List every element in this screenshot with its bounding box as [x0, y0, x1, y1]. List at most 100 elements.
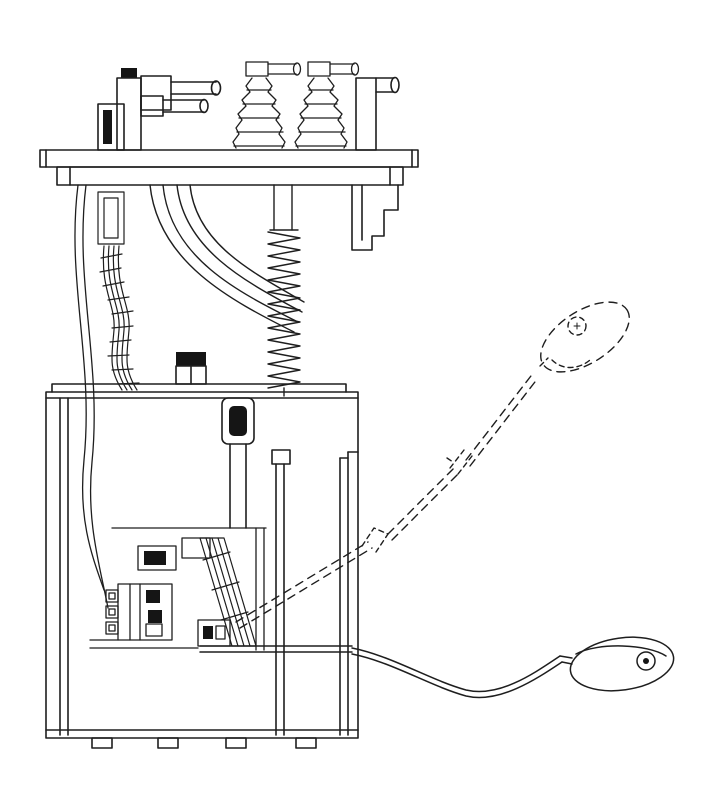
- tube-end-cap: [350, 62, 360, 76]
- lower-terminal-open: [215, 625, 226, 640]
- conduit-housing: [97, 191, 125, 245]
- ghost-float-inner-line: [551, 359, 591, 369]
- clip-bar: [103, 110, 112, 144]
- sender-wires: [74, 184, 109, 609]
- clip-housing: [97, 103, 125, 151]
- conduit-rib: [109, 339, 132, 343]
- ghost-arm-joint: [539, 357, 549, 367]
- conduit-strand: [112, 245, 133, 391]
- fitting-cap: [121, 68, 137, 78]
- wire: [82, 184, 109, 609]
- arm-joint: [561, 661, 573, 665]
- ghost-arm-clip: [446, 457, 454, 463]
- tower-cone-edge: [327, 77, 348, 149]
- transfer-line: [149, 184, 295, 333]
- terminal: [148, 610, 162, 623]
- lower-terminal: [203, 626, 213, 639]
- conduit-rib: [102, 281, 125, 287]
- ghost-float: [540, 301, 630, 373]
- conduit-strand: [102, 245, 123, 391]
- conduit-rib: [111, 310, 134, 315]
- foot: [157, 737, 179, 749]
- tower-nub: [245, 61, 269, 77]
- transfer-line: [189, 184, 305, 303]
- float: [569, 636, 675, 692]
- wire: [74, 184, 105, 591]
- connector-tooth: [105, 589, 119, 603]
- terminal: [146, 590, 160, 603]
- float-inner-line: [575, 645, 667, 657]
- arm-rod: [351, 653, 563, 699]
- hatch-line: [211, 537, 245, 647]
- float-arm-solid: [199, 636, 675, 699]
- latch-button: [229, 406, 247, 436]
- connector-towers: [232, 61, 360, 149]
- float-pivot-ring: [636, 651, 656, 671]
- guide-rod-spring: [267, 184, 301, 397]
- internal-connectors: [89, 527, 267, 651]
- conduit-rib: [107, 296, 130, 301]
- tube-end-cap: [390, 76, 400, 94]
- body-top-plate: [51, 383, 347, 393]
- fitting-body-lower: [140, 95, 164, 117]
- float-pivot-dot: [643, 658, 649, 664]
- relay-core: [144, 551, 166, 565]
- conduit-rib: [111, 368, 134, 371]
- hatched-brace: [199, 537, 257, 647]
- ghost-arm-rod: [469, 377, 539, 467]
- foot: [91, 737, 113, 749]
- ghost-arm-rod: [391, 473, 459, 541]
- tower-cone-edge: [294, 77, 315, 149]
- float-arm-ghost: [235, 301, 630, 629]
- flange-plate: [39, 149, 419, 168]
- hatch-line: [205, 537, 239, 647]
- tower-cone-edge: [265, 77, 286, 149]
- body-outline: [45, 391, 359, 739]
- ghost-arm-clip: [449, 449, 465, 469]
- vent-stem: [355, 77, 377, 151]
- ghost-arm-rod: [235, 541, 369, 623]
- latch-slot: [221, 397, 255, 445]
- hatch-line: [211, 581, 240, 591]
- conduit-strand: [107, 245, 128, 391]
- hatch-line: [202, 551, 231, 561]
- hatch-line: [220, 611, 249, 621]
- tooth-pin: [108, 592, 116, 600]
- drawing-root: [39, 61, 675, 749]
- fitting-stem: [116, 77, 142, 151]
- ghost-arm-clip: [457, 455, 473, 475]
- conduit-rib: [99, 267, 122, 273]
- wiring-conduit: [97, 191, 140, 391]
- tower-cone-edge: [232, 77, 253, 149]
- support-bracket: [351, 184, 399, 251]
- connector-tooth: [105, 605, 119, 619]
- mounting-flange: [39, 149, 419, 186]
- conduit-rib: [100, 253, 123, 259]
- conduit-rib: [111, 325, 134, 329]
- arm-rod: [351, 647, 561, 693]
- hatch-line: [217, 537, 251, 647]
- ghost-arm-rod: [239, 547, 373, 629]
- vent-tube: [355, 76, 400, 151]
- top-block: [176, 352, 206, 366]
- fuel-line-fittings: [97, 68, 222, 151]
- tube-end-cap: [199, 98, 209, 114]
- transfer-line: [176, 184, 303, 313]
- ghost-float-pivot-ring: [567, 316, 587, 336]
- channel-notch: [271, 449, 291, 465]
- ghost-arm-rod: [465, 371, 535, 461]
- tube-end-cap: [292, 62, 302, 76]
- ghost-float-pivot-cross: [573, 322, 581, 330]
- fuel-transfer-lines: [149, 184, 305, 333]
- fitting-body: [140, 75, 172, 111]
- tooth-pin: [108, 608, 116, 616]
- ghost-arm-rod: [387, 467, 455, 535]
- ghost-arm-bend: [361, 527, 389, 553]
- small-box: [181, 537, 211, 559]
- foot: [295, 737, 317, 749]
- conduit-strand: [117, 245, 138, 391]
- transfer-line: [162, 184, 299, 323]
- conduit-housing-inner: [103, 197, 119, 239]
